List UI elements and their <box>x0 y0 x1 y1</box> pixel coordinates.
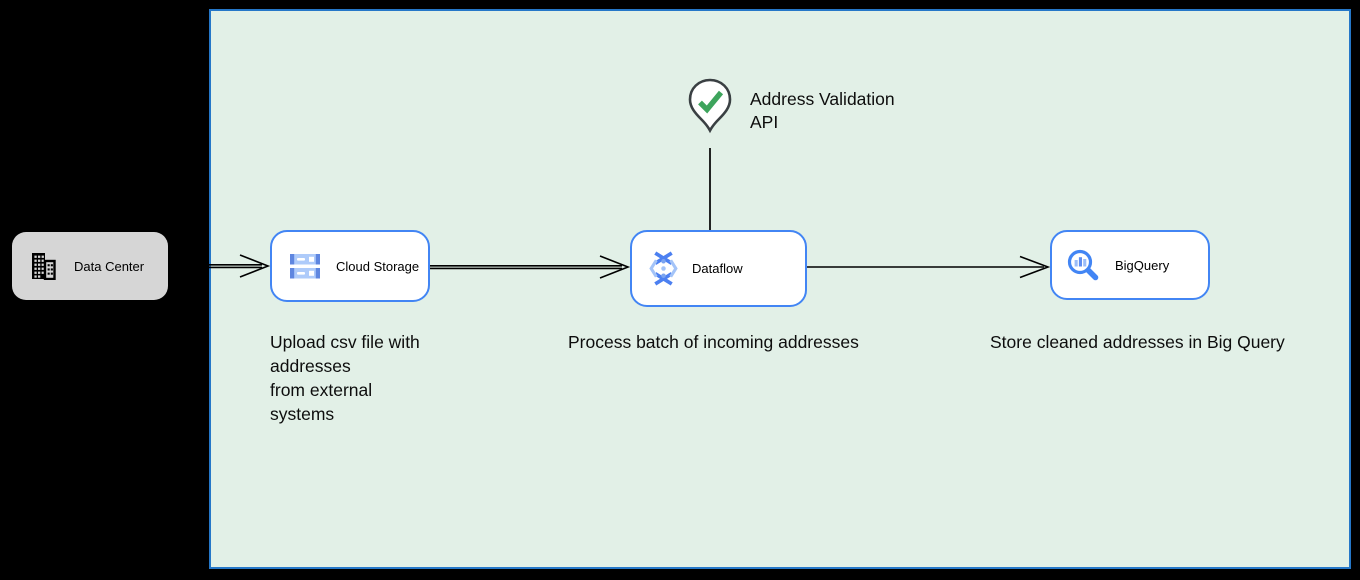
annotation-address-validation-api: Address Validation API <box>750 89 895 132</box>
node-label: Dataflow <box>692 261 743 276</box>
bigquery-icon <box>1067 249 1099 281</box>
caption-upload-csv: Upload csv file with addresses from exte… <box>270 332 420 424</box>
map-pin-check-icon[interactable] <box>687 78 733 134</box>
node-data-center[interactable]: Data Center <box>12 232 168 300</box>
building-icon <box>32 253 56 280</box>
node-dataflow[interactable]: Dataflow <box>630 230 807 307</box>
caption-process-batch: Process batch of incoming addresses <box>568 332 859 352</box>
caption-store-cleaned: Store cleaned addresses in Big Query <box>990 332 1285 352</box>
check-icon <box>698 90 724 114</box>
cloud-storage-icon <box>290 253 320 278</box>
node-label: Cloud Storage <box>336 258 420 274</box>
dataflow-icon <box>649 251 678 286</box>
node-label: Data Center <box>74 258 145 274</box>
node-bigquery[interactable]: BigQuery <box>1050 230 1210 300</box>
node-label: BigQuery <box>1115 257 1170 273</box>
node-cloud-storage[interactable]: Cloud Storage <box>270 230 430 302</box>
